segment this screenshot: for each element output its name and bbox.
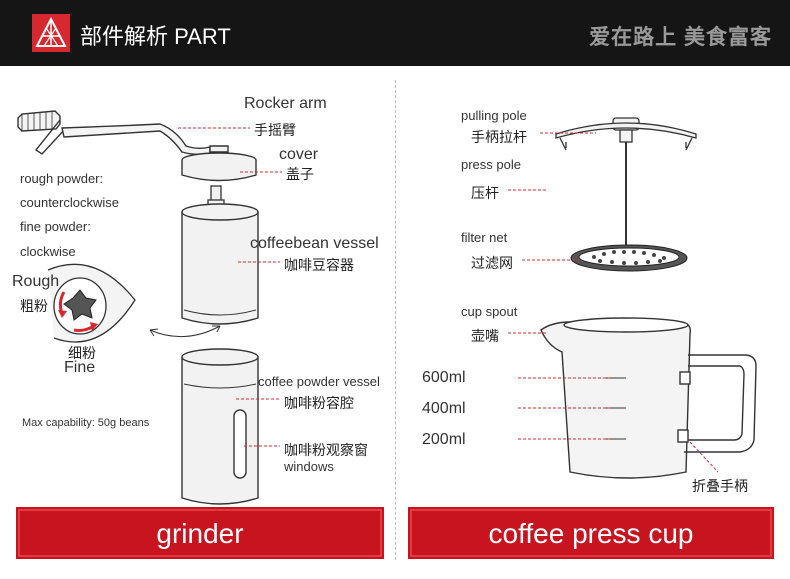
grinder-cover-drawing	[181, 145, 257, 182]
press-cup-drawing	[540, 317, 757, 479]
label-cup-spout-zh: 壶嘴	[471, 328, 499, 344]
coffee-powder-vessel-drawing	[181, 348, 259, 505]
label-pulling-pole-zh: 手柄拉杆	[471, 129, 527, 145]
label-rocker-arm-zh: 手摇臂	[254, 122, 296, 138]
label-clockwise: clockwise	[20, 244, 76, 259]
section-divider	[395, 80, 396, 560]
label-cover-zh: 盖子	[286, 166, 314, 182]
label-200ml: 200ml	[422, 431, 466, 448]
label-press-pole-en: press pole	[461, 157, 521, 172]
label-fine-powder: fine powder:	[20, 219, 91, 234]
label-rough-zh: 粗粉	[20, 298, 48, 314]
label-pulling-pole-en: pulling pole	[461, 108, 527, 123]
label-filter-net-en: filter net	[461, 230, 508, 245]
label-600ml: 600ml	[422, 369, 466, 386]
label-cup-spout-en: cup spout	[461, 304, 518, 319]
label-windows-en: windows	[284, 459, 334, 474]
label-powder-vessel-en: coffee powder vessel	[258, 374, 380, 389]
grinder-leader-lines	[178, 127, 282, 447]
rocker-arm-drawing	[17, 110, 211, 155]
banner-grinder: grinder	[16, 507, 384, 559]
coffeebean-vessel-drawing	[181, 203, 259, 325]
label-coffeebean-vessel-zh: 咖啡豆容器	[284, 257, 354, 273]
label-fine-zh: 细粉	[68, 345, 96, 361]
assembly-arrow	[149, 325, 221, 338]
label-coffeebean-vessel-en: coffeebean vessel	[250, 235, 379, 252]
label-max-capability: Max capability: 50g beans	[22, 417, 150, 429]
label-press-pole-zh: 压杆	[471, 185, 499, 201]
label-rough-en: Rough	[12, 273, 60, 290]
press-leader-lines	[508, 132, 719, 473]
label-filter-net-zh: 过滤网	[471, 255, 513, 271]
label-powder-vessel-zh: 咖啡粉容腔	[284, 395, 354, 411]
plunger-lid-drawing	[555, 117, 697, 151]
brand-slogan: 爱在路上 美食富客	[589, 26, 772, 49]
label-fine-en: Fine	[64, 359, 96, 376]
triangle-logo-icon	[35, 16, 67, 47]
grinder-shaft-drawing	[207, 185, 225, 207]
grind-adjustment-drawing	[47, 263, 136, 343]
filter-net-drawing	[570, 244, 688, 272]
label-observation-window-zh: 咖啡粉观察窗	[284, 442, 368, 458]
brand-logo	[32, 14, 70, 52]
label-rocker-arm-en: Rocker arm	[244, 95, 327, 112]
label-cover-en: cover	[279, 146, 319, 163]
label-counterclockwise: counterclockwise	[20, 195, 119, 210]
banner-coffee-press-cup: coffee press cup	[408, 507, 774, 559]
label-rough-powder: rough powder:	[20, 171, 104, 186]
header-bar: 部件解析 PART 爱在路上 美食富客	[0, 0, 790, 66]
label-400ml: 400ml	[422, 400, 466, 417]
page-title: 部件解析 PART	[80, 24, 231, 49]
label-folding-handle-zh: 折叠手柄	[692, 478, 748, 494]
